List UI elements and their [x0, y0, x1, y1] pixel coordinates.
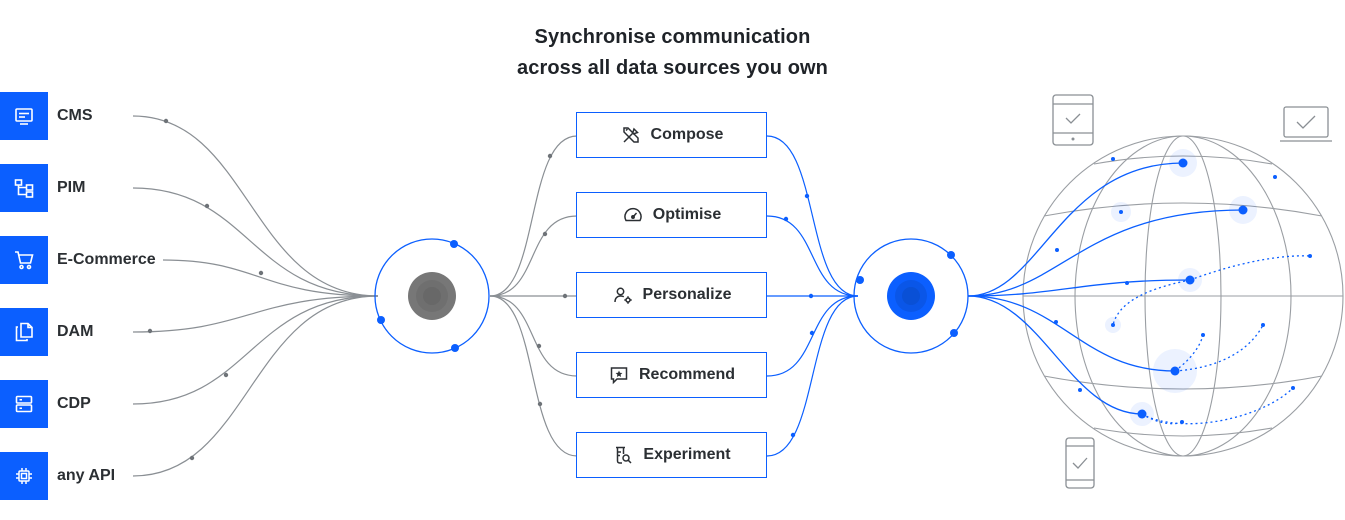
hierarchy-icon [0, 164, 48, 212]
tablet-check-icon [1052, 94, 1094, 146]
files-icon [0, 308, 48, 356]
user-gear-icon [612, 284, 634, 306]
tool-personalize-button[interactable]: Personalize [576, 272, 767, 318]
left-hub [374, 238, 490, 354]
source-connector-dots [147, 118, 264, 461]
flask-search-icon [612, 444, 634, 466]
tool-label: Recommend [638, 366, 736, 383]
globe-highlights [1105, 149, 1257, 426]
globe-paths [967, 162, 1244, 415]
tool-optimise-button[interactable]: Optimise [576, 192, 767, 238]
source-cms[interactable]: CMS [0, 92, 93, 140]
tool-experiment-button[interactable]: Experiment [576, 432, 767, 478]
cart-icon [0, 236, 48, 284]
hub-to-tool-dots [536, 153, 568, 407]
source-label: DAM [57, 323, 94, 340]
tool-label: Compose [650, 126, 724, 143]
gauge-icon [622, 204, 644, 226]
star-message-icon [608, 364, 630, 386]
tool-compose-button[interactable]: Compose [576, 112, 767, 158]
laptop-check-icon [1280, 106, 1332, 142]
tool-label: Personalize [642, 286, 732, 303]
source-any-api[interactable]: any API [0, 452, 115, 500]
server-icon [0, 380, 48, 428]
phone-check-icon [1065, 437, 1095, 489]
tools-icon [620, 124, 642, 146]
tool-to-hub-dots [783, 193, 815, 438]
source-connectors [132, 115, 379, 477]
heading-line-2: across all data sources you own [517, 57, 828, 79]
hub-to-tool-connectors [489, 135, 578, 457]
source-label: E-Commerce [57, 251, 156, 268]
source-label: CMS [57, 107, 93, 124]
chip-icon [0, 452, 48, 500]
source-label: PIM [57, 179, 86, 196]
monitor-icon [0, 92, 48, 140]
tool-to-hub-connectors [766, 135, 859, 457]
page-heading: Synchronise communication across all dat… [0, 22, 1345, 84]
source-pim[interactable]: PIM [0, 164, 85, 212]
source-label: CDP [57, 395, 91, 412]
globe [1022, 135, 1344, 457]
source-cdp[interactable]: CDP [0, 380, 91, 428]
right-hub [853, 238, 969, 354]
globe-endpoints [1054, 157, 1312, 424]
source-ecommerce[interactable]: E-Commerce [0, 236, 156, 284]
tool-label: Optimise [652, 206, 722, 223]
tool-label: Experiment [643, 446, 731, 463]
heading-line-1: Synchronise communication [534, 26, 811, 48]
source-label: any API [57, 467, 116, 484]
globe-dotted-paths [1112, 255, 1311, 425]
tool-recommend-button[interactable]: Recommend [576, 352, 767, 398]
source-dam[interactable]: DAM [0, 308, 93, 356]
